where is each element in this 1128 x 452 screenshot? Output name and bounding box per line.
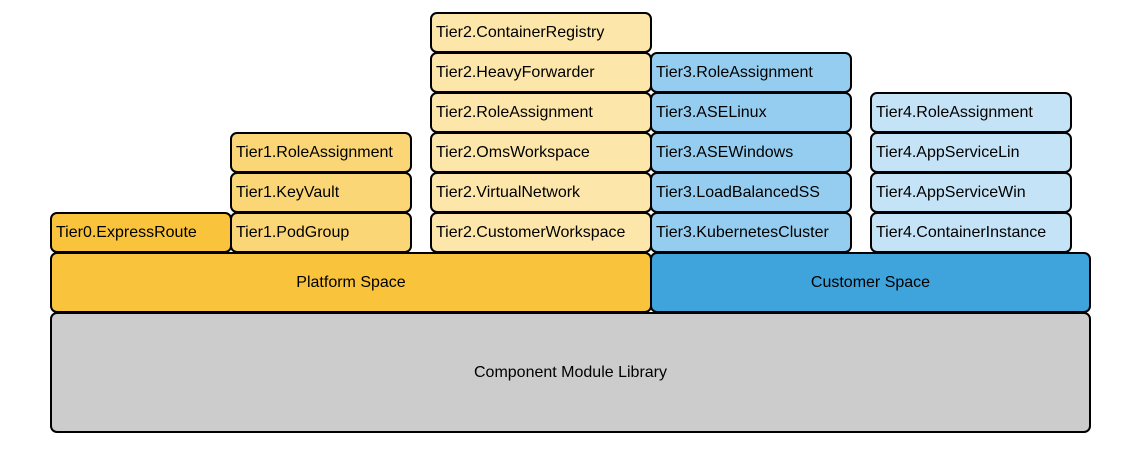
tier1-role-assignment: Tier1.RoleAssignment: [230, 132, 412, 173]
platform-label: Platform Space: [296, 273, 406, 291]
tier3-ase-windows: Tier3.ASEWindows: [650, 132, 852, 173]
library-label: Component Module Library: [474, 363, 667, 381]
tier4-app-service-win: Tier4.AppServiceWin: [870, 172, 1072, 213]
tier2-customer-workspace: Tier2.CustomerWorkspace: [430, 212, 652, 253]
tier4-container-instance: Tier4.ContainerInstance: [870, 212, 1072, 253]
tier3-load-balanced-ss: Tier3.LoadBalancedSS: [650, 172, 852, 213]
tier3-ase-linux: Tier3.ASELinux: [650, 92, 852, 133]
tier3-kubernetes-cluster: Tier3.KubernetesCluster: [650, 212, 852, 253]
customer-space: Customer Space: [650, 252, 1091, 313]
customer-label: Customer Space: [810, 273, 931, 291]
tier2-heavy-forwarder: Tier2.HeavyForwarder: [430, 52, 652, 93]
platform-space: Platform Space: [50, 252, 652, 313]
component-module-library: Component Module Library: [50, 312, 1091, 433]
tier2-virtual-network: Tier2.VirtualNetwork: [430, 172, 652, 213]
tier0-express-route: Tier0.ExpressRoute: [50, 212, 232, 253]
tier2-oms-workspace: Tier2.OmsWorkspace: [430, 132, 652, 173]
tier2-role-assignment: Tier2.RoleAssignment: [430, 92, 652, 133]
tier4-role-assignment: Tier4.RoleAssignment: [870, 92, 1072, 133]
tier3-role-assignment: Tier3.RoleAssignment: [650, 52, 852, 93]
tier2-container-registry: Tier2.ContainerRegistry: [430, 12, 652, 53]
tier1-key-vault: Tier1.KeyVault: [230, 172, 412, 213]
tier4-app-service-lin: Tier4.AppServiceLin: [870, 132, 1072, 173]
tier1-pod-group: Tier1.PodGroup: [230, 212, 412, 253]
